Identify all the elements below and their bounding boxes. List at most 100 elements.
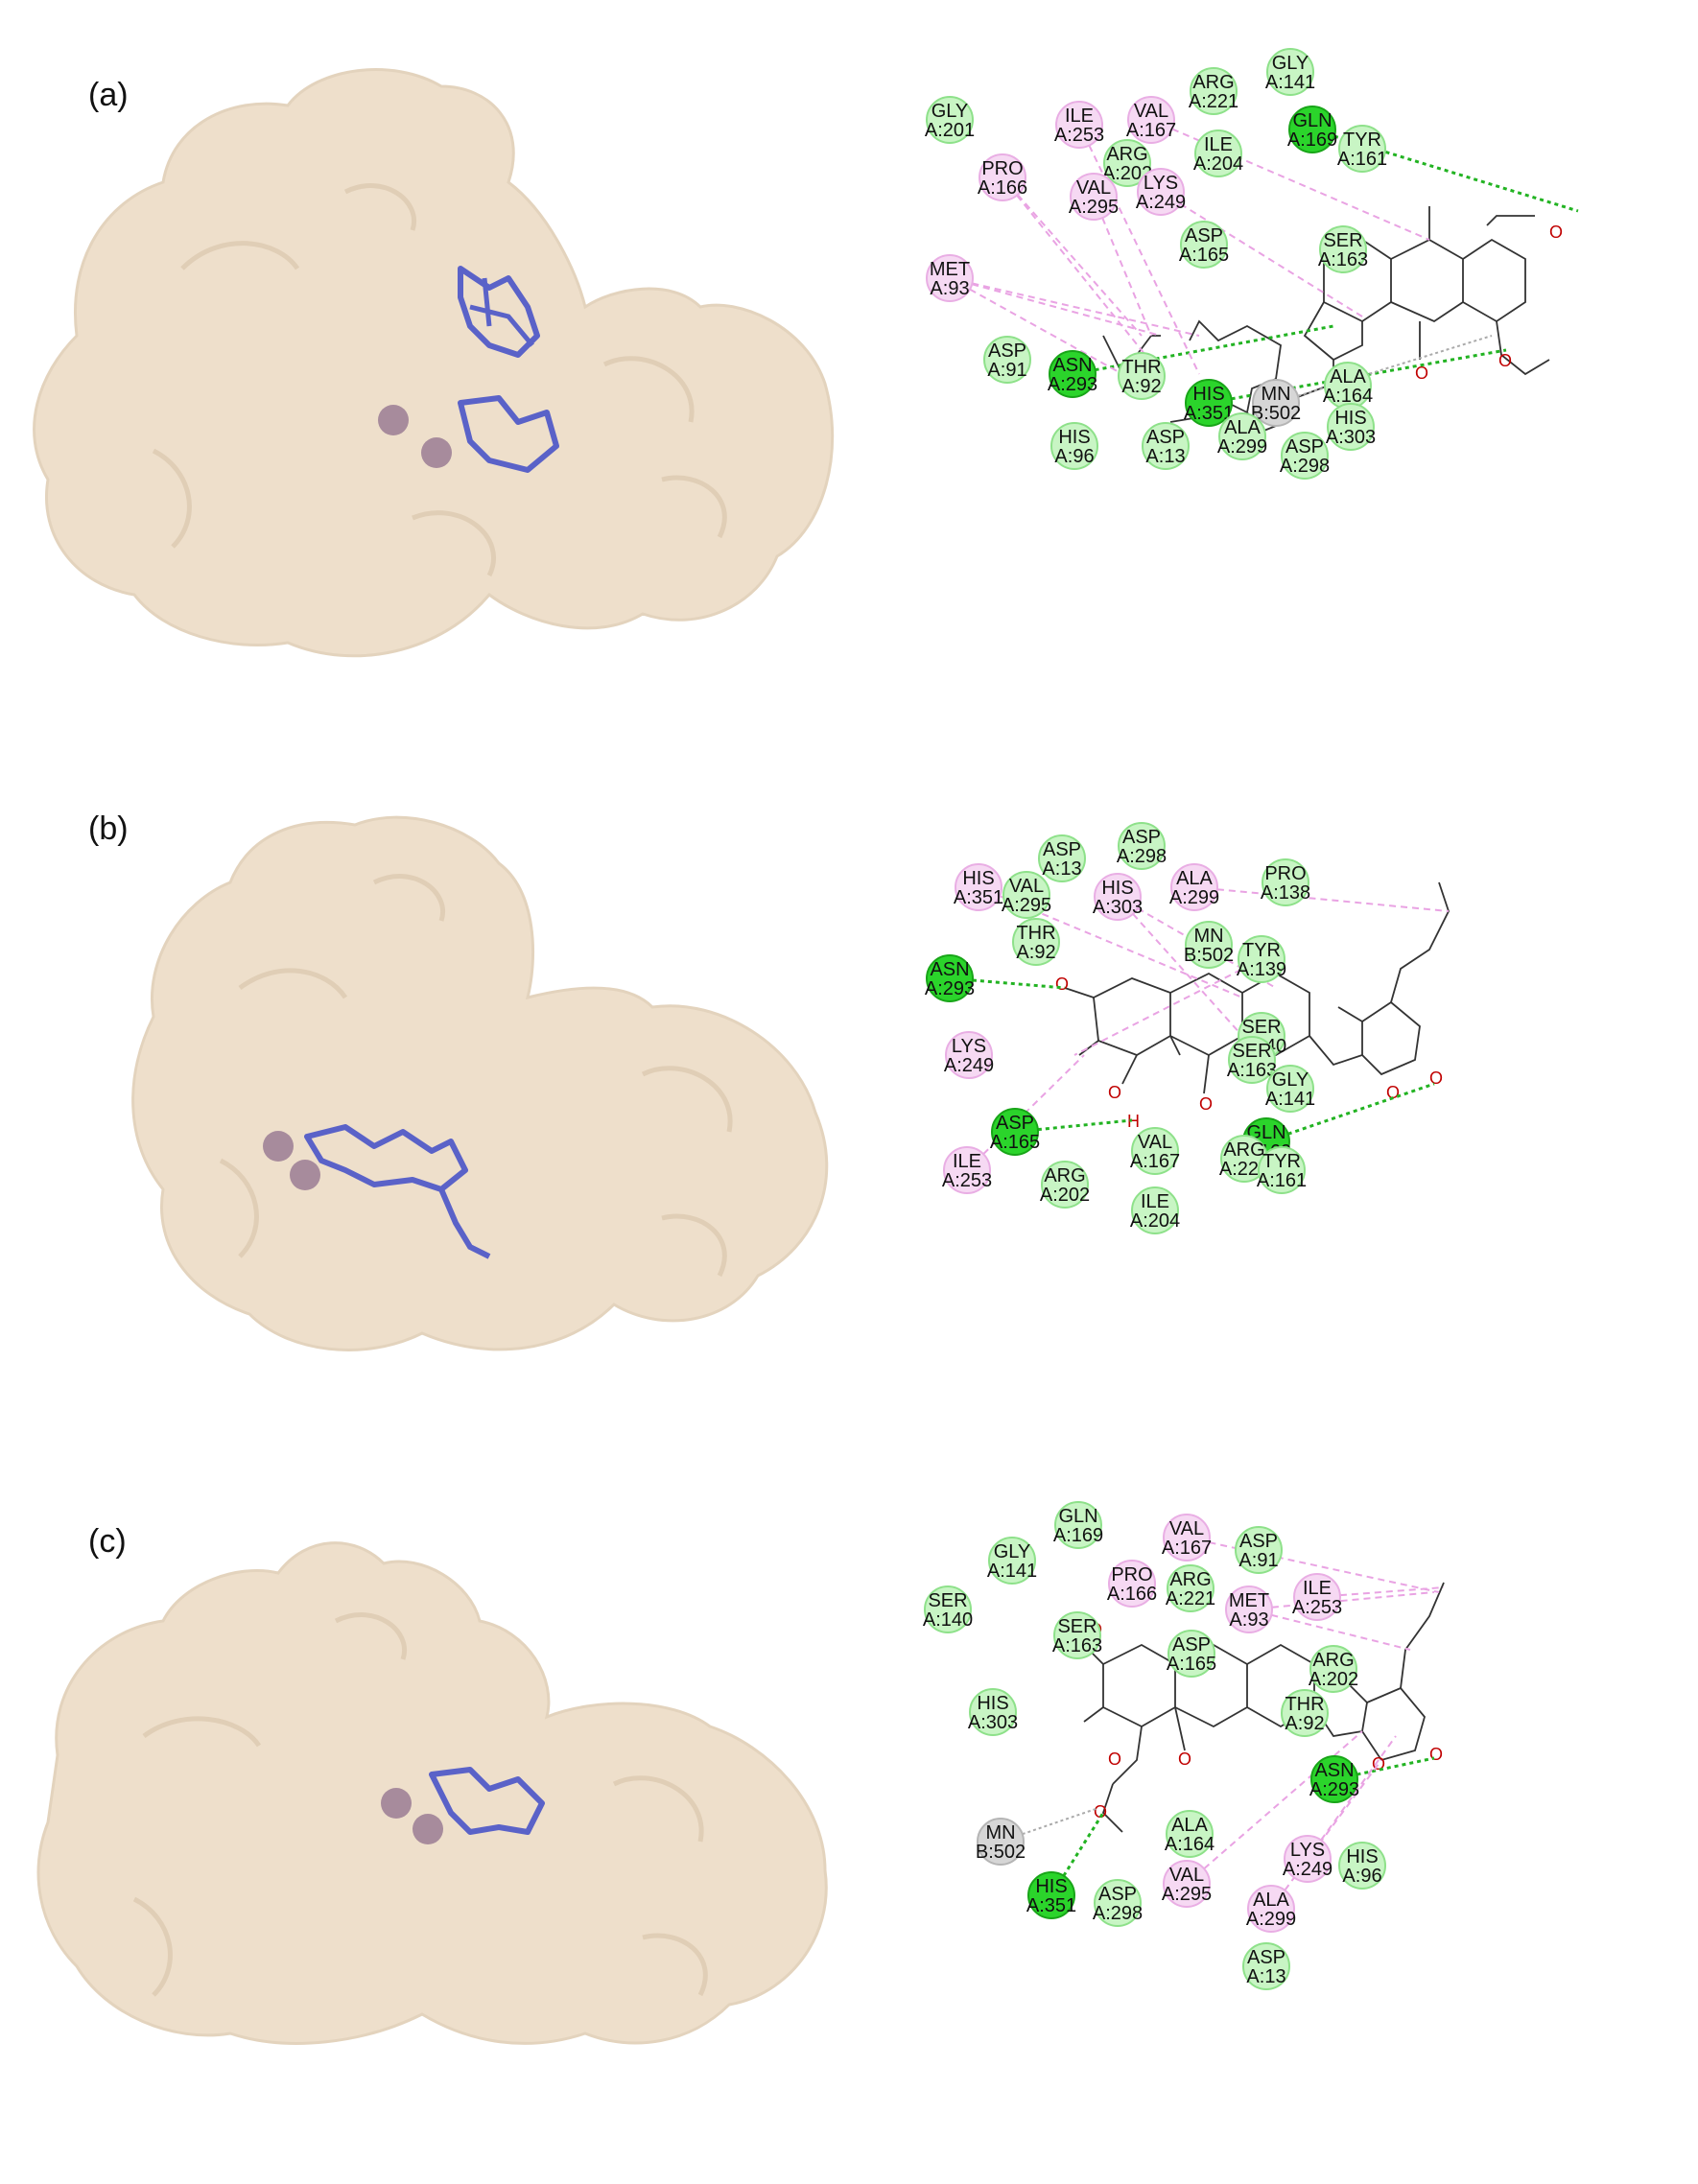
residue-disc bbox=[1180, 221, 1228, 269]
residue-disc bbox=[1166, 1810, 1214, 1858]
residue-name: GLN bbox=[1292, 110, 1332, 131]
residue-name: ARG bbox=[1106, 144, 1147, 165]
residue-name: GLN bbox=[1058, 1506, 1097, 1527]
residue-name: ARG bbox=[1192, 72, 1234, 93]
residue-name: PRO bbox=[1264, 863, 1306, 884]
alkyl-interaction-line bbox=[1073, 958, 1262, 1056]
oxygen-label: O bbox=[1498, 351, 1512, 370]
residue-id: A:351 bbox=[1026, 1895, 1076, 1916]
oxygen-label: O bbox=[1199, 1094, 1213, 1114]
residue-disc bbox=[1131, 1127, 1179, 1175]
residue-name: GLY bbox=[932, 101, 969, 122]
residue-name: VAL bbox=[1009, 876, 1044, 897]
residue-disc bbox=[969, 1688, 1017, 1736]
residue-disc bbox=[1070, 173, 1118, 221]
residue-id: A:298 bbox=[1093, 1903, 1143, 1924]
residue-name: ARG bbox=[1169, 1569, 1211, 1590]
residue-name: LYS bbox=[952, 1036, 986, 1057]
residue-id: A:141 bbox=[987, 1561, 1037, 1582]
residue-disc bbox=[1338, 125, 1386, 173]
residue-id: A:140 bbox=[923, 1609, 973, 1631]
residue-id: A:351 bbox=[1184, 403, 1234, 424]
residue-disc bbox=[1012, 918, 1060, 966]
residue-name: ARG bbox=[1044, 1165, 1085, 1186]
residue-id: A:161 bbox=[1337, 149, 1387, 170]
oxygen-label: O bbox=[1094, 1802, 1107, 1821]
residue-disc bbox=[926, 954, 974, 1002]
alkyl-interaction-line bbox=[1078, 124, 1200, 375]
residue-id: A:165 bbox=[1179, 245, 1229, 266]
residue-disc bbox=[1262, 858, 1309, 906]
residue-name: LYS bbox=[1144, 173, 1178, 194]
residue-name: THR bbox=[1016, 923, 1055, 944]
residue-id: A:221 bbox=[1166, 1588, 1215, 1609]
residue-name: ALA bbox=[1176, 868, 1213, 889]
residue-name: ASN bbox=[930, 959, 969, 980]
panel-label-b: (b) bbox=[88, 810, 129, 847]
residue-id: A:253 bbox=[1292, 1597, 1342, 1618]
residue-name: LYS bbox=[1290, 1840, 1325, 1861]
residue-id: A:166 bbox=[1107, 1584, 1157, 1605]
alkyl-interaction-line bbox=[1117, 896, 1243, 1037]
residue-disc bbox=[991, 1108, 1039, 1156]
alkyl-interaction-line bbox=[1316, 1586, 1445, 1598]
residue-disc bbox=[1252, 379, 1300, 427]
residue-name: ILE bbox=[1141, 1191, 1169, 1212]
residue-name: VAL bbox=[1169, 1518, 1204, 1539]
residue-disc bbox=[1167, 1630, 1215, 1678]
alkyl-interaction-line bbox=[1093, 196, 1152, 337]
alkyl-interaction-line bbox=[1307, 1735, 1397, 1860]
oxygen-label: O bbox=[1178, 1750, 1191, 1769]
residue-name: PRO bbox=[981, 158, 1023, 179]
residue-name: ILE bbox=[1204, 134, 1233, 155]
residue-id: A:92 bbox=[1285, 1713, 1324, 1734]
residue-id: A:303 bbox=[1326, 427, 1376, 448]
oxygen-label: O bbox=[1055, 975, 1069, 994]
residue-name: ASP bbox=[988, 341, 1026, 362]
residue-disc bbox=[1038, 834, 1086, 882]
residue-id: A:165 bbox=[1167, 1654, 1216, 1675]
alkyl-interaction-line bbox=[949, 277, 1162, 337]
residue-id: A:299 bbox=[1169, 887, 1219, 908]
residue-disc bbox=[926, 96, 974, 144]
alkyl-interaction-line bbox=[1002, 176, 1143, 337]
residue-name: GLY bbox=[994, 1541, 1031, 1562]
residue-disc bbox=[924, 1585, 972, 1633]
residue-name: MET bbox=[930, 259, 970, 280]
interaction-diagram-c: O O O O O O GLNA:169VALA:167GLYA:141ASPA… bbox=[923, 1501, 1445, 1990]
residue-id: A:221 bbox=[1189, 91, 1238, 112]
residue-name: ASP bbox=[1239, 1531, 1278, 1552]
residue-id: A:164 bbox=[1165, 1834, 1215, 1855]
oxygen-label: O bbox=[1108, 1750, 1121, 1769]
residue-name: PRO bbox=[1111, 1564, 1152, 1585]
residue-id: A:96 bbox=[1054, 446, 1094, 467]
residue-name: ASP bbox=[1146, 427, 1185, 448]
protein-surface-b bbox=[131, 815, 829, 1351]
residue-disc bbox=[1163, 1860, 1211, 1908]
residue-id: A:91 bbox=[987, 360, 1026, 381]
residue-disc bbox=[1284, 1835, 1332, 1883]
panel-label-c: (c) bbox=[88, 1523, 127, 1560]
residue-group: GLYA:201ILEA:253VALA:167ARGA:221GLYA:141… bbox=[925, 48, 1387, 480]
residue-disc bbox=[1238, 935, 1285, 983]
residue-mn-b502: MNB:502 bbox=[976, 1818, 1026, 1866]
